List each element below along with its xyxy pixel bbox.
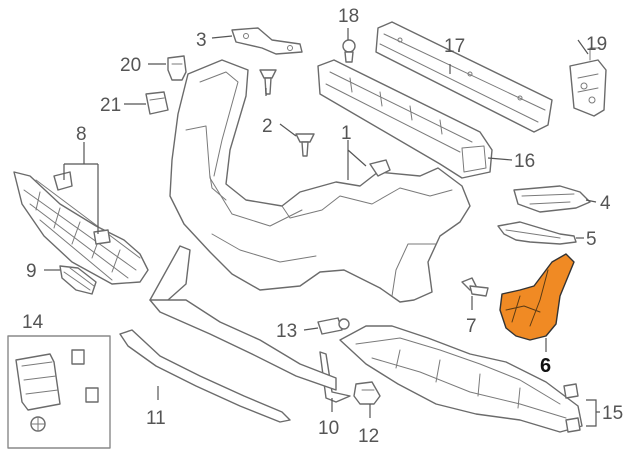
callout-13: 13 (276, 321, 297, 342)
callout-12: 12 (358, 426, 379, 447)
callout-11: 11 (146, 408, 166, 429)
part-retainer-5[interactable] (497, 221, 577, 245)
part-license-plate-bracket-inset[interactable] (7, 335, 111, 449)
part-clips-15[interactable] (563, 383, 581, 433)
callout-17: 17 (444, 36, 465, 57)
part-clip-2[interactable] (259, 69, 315, 157)
callout-21: 21 (100, 95, 121, 116)
part-clip-12[interactable] (353, 381, 381, 405)
callout-16: 16 (514, 151, 535, 172)
part-bracket-10[interactable] (319, 351, 351, 403)
callout-10: 10 (318, 418, 339, 439)
callout-19: 19 (586, 34, 607, 55)
leader-lines (44, 28, 600, 427)
callout-9: 9 (26, 261, 37, 282)
part-support-bracket-highlighted[interactable] (499, 253, 575, 341)
callout-labels: 1 2 3 4 5 6 7 8 9 10 11 12 13 14 15 16 1… (22, 6, 623, 447)
part-retainer-4[interactable] (513, 185, 591, 213)
part-upper-bracket[interactable] (231, 27, 303, 55)
callout-3: 3 (196, 30, 207, 51)
part-bracket-1[interactable] (369, 159, 391, 177)
callout-18: 18 (338, 6, 359, 27)
part-reinforcement-beam[interactable] (375, 21, 553, 133)
part-sensor-20[interactable] (167, 55, 187, 81)
callout-15: 15 (602, 403, 623, 424)
callout-6: 6 (540, 355, 551, 377)
callout-5: 5 (586, 229, 597, 250)
part-bumper-cover[interactable] (169, 59, 471, 303)
callout-20: 20 (120, 55, 141, 76)
part-bolt-18[interactable] (342, 39, 356, 63)
callout-8: 8 (76, 124, 87, 145)
part-lower-spoiler[interactable] (149, 245, 337, 391)
part-sensor-retainer-21[interactable] (145, 91, 169, 115)
callout-14: 14 (22, 312, 44, 333)
part-energy-absorber[interactable] (317, 59, 493, 179)
part-engine-undercover[interactable] (339, 325, 583, 433)
part-bolt-13[interactable] (317, 317, 350, 335)
callout-2: 2 (262, 116, 273, 137)
callout-7: 7 (466, 316, 477, 337)
part-clip-7[interactable] (461, 277, 489, 297)
part-side-bracket[interactable] (569, 47, 607, 117)
part-grille-insert[interactable] (59, 265, 97, 295)
callout-4: 4 (600, 193, 611, 214)
callout-1: 1 (341, 123, 352, 144)
part-lower-molding[interactable] (119, 329, 291, 423)
